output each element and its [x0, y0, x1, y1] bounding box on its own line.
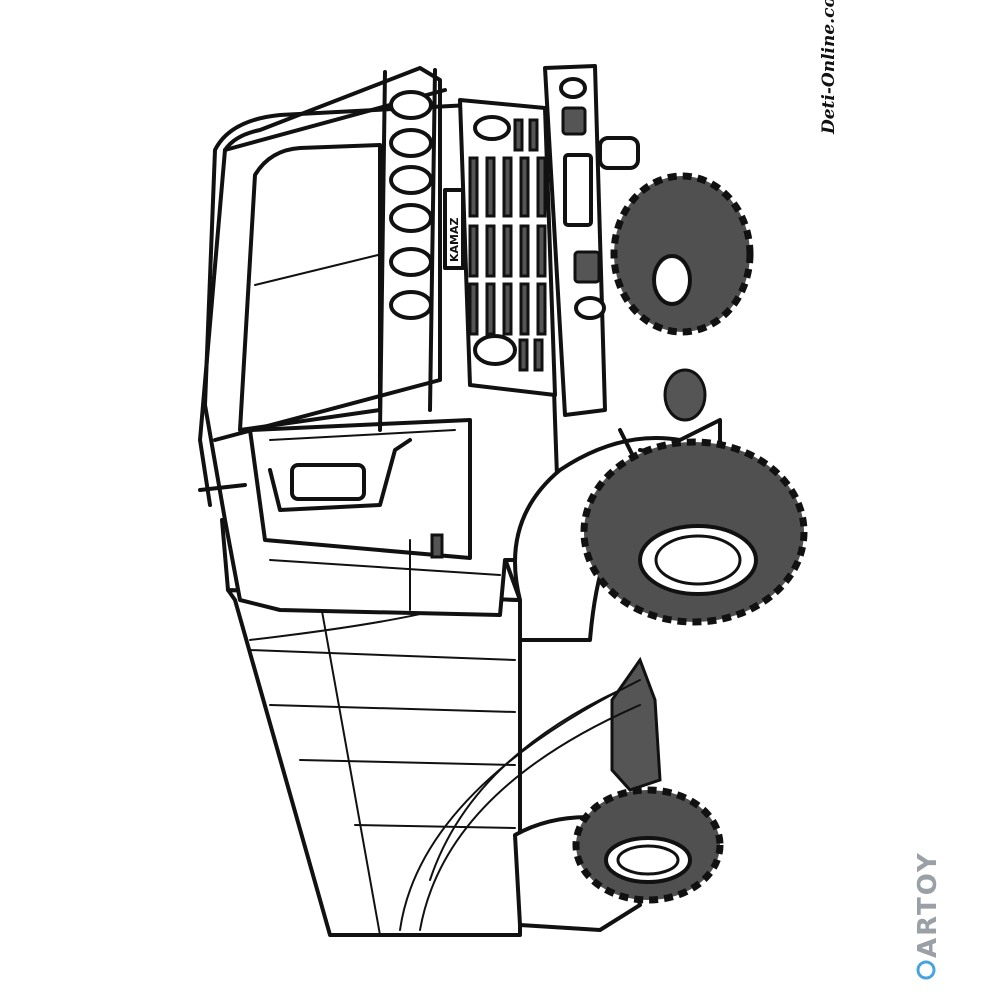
truck-drawing: KAMAZ [198, 64, 808, 937]
cab-door [248, 418, 472, 560]
wheel-rear [572, 786, 724, 904]
wheel-middle [580, 438, 808, 626]
front-bumper [543, 64, 640, 417]
chassis-shadow [610, 656, 662, 792]
artoy-logo: ARTOY [913, 851, 943, 980]
side-mirror [268, 438, 412, 512]
artoy-logo-o-icon [916, 960, 936, 980]
windshield [238, 143, 382, 432]
artoy-logo-text: ARTOY [913, 851, 943, 958]
headlight-bottom [473, 334, 517, 366]
site-watermark: Deti-Online.com [819, 0, 839, 135]
axle-hub-front [663, 368, 707, 422]
wheel-front [610, 172, 754, 336]
door-handle [430, 533, 444, 559]
brand-badge-text: KAMAZ [448, 218, 461, 262]
grille [468, 118, 547, 372]
site-watermark-text: Deti-Online.com [819, 0, 839, 135]
brand-badge: KAMAZ [443, 188, 465, 270]
headlight-top [473, 115, 511, 141]
roll-cage [198, 66, 447, 507]
roof-lights [389, 90, 433, 320]
